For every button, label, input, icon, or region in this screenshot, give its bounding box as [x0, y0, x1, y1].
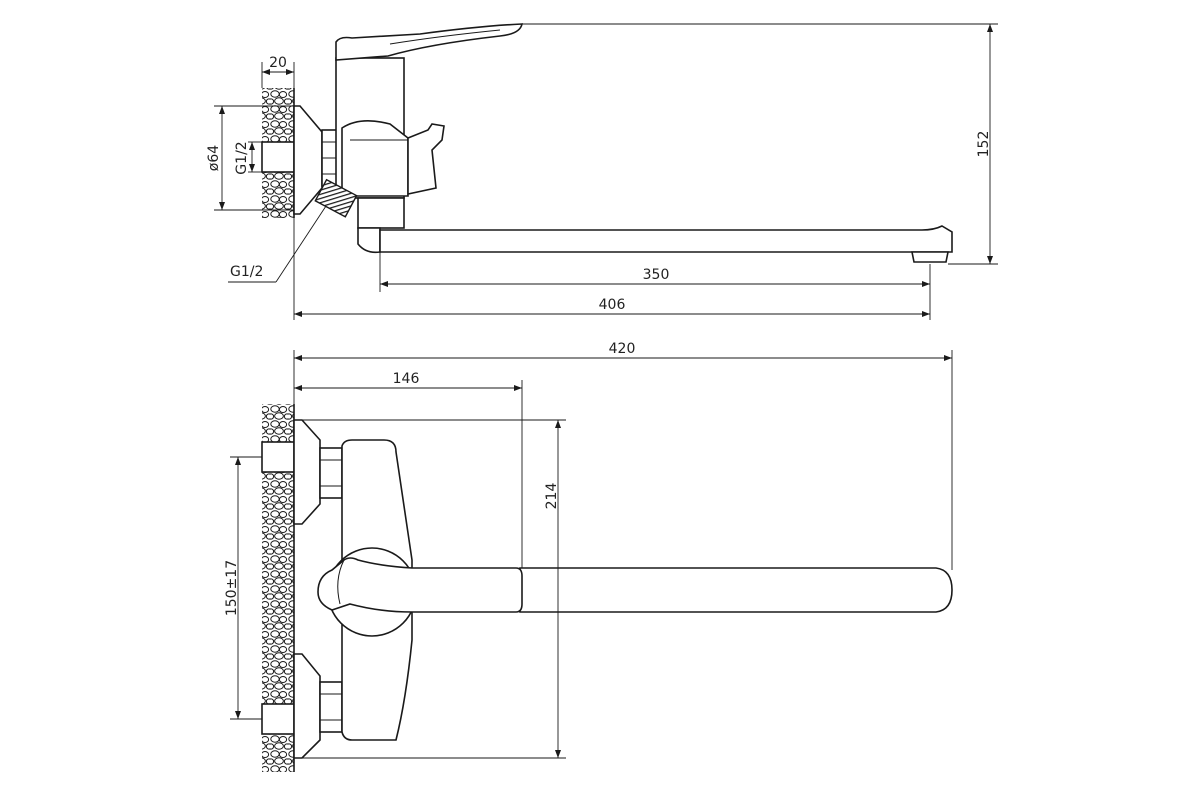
dim-height: 152	[976, 131, 992, 158]
dim-total-reach: 406	[599, 297, 626, 313]
spout	[379, 225, 953, 253]
flange-lower	[293, 653, 321, 759]
spout-top	[519, 567, 953, 613]
nut-lower	[319, 681, 343, 733]
dim-flange-diameter: ø64	[206, 145, 222, 171]
dim-body-depth: 146	[393, 371, 420, 387]
spout-collar	[357, 197, 405, 229]
aerator	[911, 251, 949, 263]
dim-body-height: 214	[544, 483, 560, 510]
flange-upper	[293, 419, 321, 525]
inlet-pipe	[261, 141, 295, 173]
dim-inlet-spacing: 150±17	[224, 560, 240, 616]
dim-hose-thread: G1/2	[230, 264, 263, 280]
dim-inlet-thread: G1/2	[234, 141, 250, 174]
lever-handle-top	[317, 557, 523, 613]
lever-handle	[335, 23, 523, 61]
side-view: 20 ø64 G1/2 G1/2 152 350	[206, 23, 998, 320]
dim-wall-offset: 20	[269, 55, 287, 71]
top-view: 420 146 214 150±17	[224, 341, 953, 772]
dim-total-length: 420	[609, 341, 636, 357]
dim-spout-reach: 350	[643, 267, 670, 283]
diverter-knob	[407, 123, 445, 195]
nut-upper	[319, 447, 343, 499]
hose-outlet-thread	[314, 178, 358, 218]
